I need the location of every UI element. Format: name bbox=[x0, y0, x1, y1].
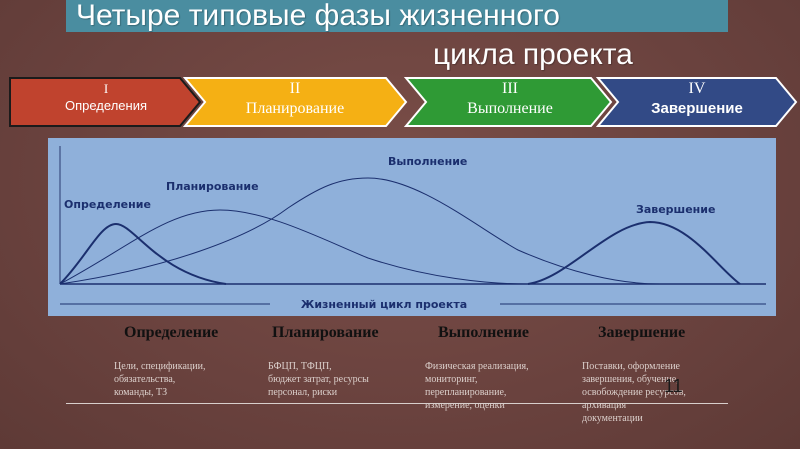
column-heading-definition: Определение bbox=[124, 324, 219, 341]
column-text-execution: Физическая реализация, мониторинг, переп… bbox=[425, 361, 529, 411]
curve-completion bbox=[527, 220, 741, 285]
slide-title-line2: цикла проекта bbox=[433, 38, 633, 71]
phase-bar: I Определения II Планирование III Выполн… bbox=[8, 76, 800, 128]
divider-line bbox=[66, 403, 728, 404]
phase-label-1: I Определения bbox=[26, 81, 186, 114]
phase-numeral-4: IV bbox=[688, 80, 706, 97]
curve-label-execution: Выполнение bbox=[388, 155, 467, 168]
phase-name-1: Определения bbox=[64, 97, 147, 113]
phase-arrows bbox=[9, 77, 798, 127]
phase-label-2: II Планирование bbox=[206, 80, 384, 119]
slide-title-line1: Четыре типовые фазы жизненного bbox=[76, 0, 560, 32]
phase-arrow-2 bbox=[182, 77, 408, 127]
phase-arrow-3 bbox=[403, 77, 613, 127]
title-banner bbox=[66, 0, 728, 32]
page-number: 11 bbox=[664, 376, 683, 396]
phase-name-4: Завершение bbox=[651, 100, 743, 118]
phase-numeral-3: III bbox=[502, 80, 518, 97]
curve-definition bbox=[59, 222, 227, 285]
lifecycle-curves: Определение Планирование Выполнение Заве… bbox=[59, 146, 766, 311]
column-heading-planning: Планирование bbox=[272, 324, 379, 341]
curve-label-definition: Определение bbox=[64, 198, 151, 211]
column-text-completion: Поставки, оформление завершения, обучени… bbox=[582, 361, 686, 424]
phase-numeral-1: I bbox=[103, 81, 109, 96]
curve-label-completion: Завершение bbox=[636, 203, 715, 216]
curve-execution bbox=[59, 177, 661, 285]
phase-label-3: III Выполнение bbox=[426, 80, 594, 119]
phase-arrow-1 bbox=[9, 77, 202, 127]
column-heading-completion: Завершение bbox=[598, 324, 686, 341]
axis-label: Жизненный цикл проекта bbox=[301, 298, 467, 311]
column-text-definition: Цели, спецификации, обязательства, коман… bbox=[114, 361, 206, 398]
phase-arrow-4 bbox=[595, 77, 798, 127]
column-heading-execution: Выполнение bbox=[438, 324, 530, 341]
lifecycle-diagram: Определение Планирование Выполнение Заве… bbox=[48, 138, 776, 316]
phase-label-4: IV Завершение bbox=[616, 80, 778, 118]
phase-name-3: Выполнение bbox=[467, 100, 553, 118]
phase-name-2: Планирование bbox=[245, 100, 345, 118]
phase-numeral-2: II bbox=[289, 80, 301, 97]
column-text-planning: БФЦП, ТФЦП, бюджет затрат, ресурсы персо… bbox=[268, 361, 369, 398]
curve-planning bbox=[59, 209, 529, 285]
curve-label-planning: Планирование bbox=[166, 180, 259, 193]
